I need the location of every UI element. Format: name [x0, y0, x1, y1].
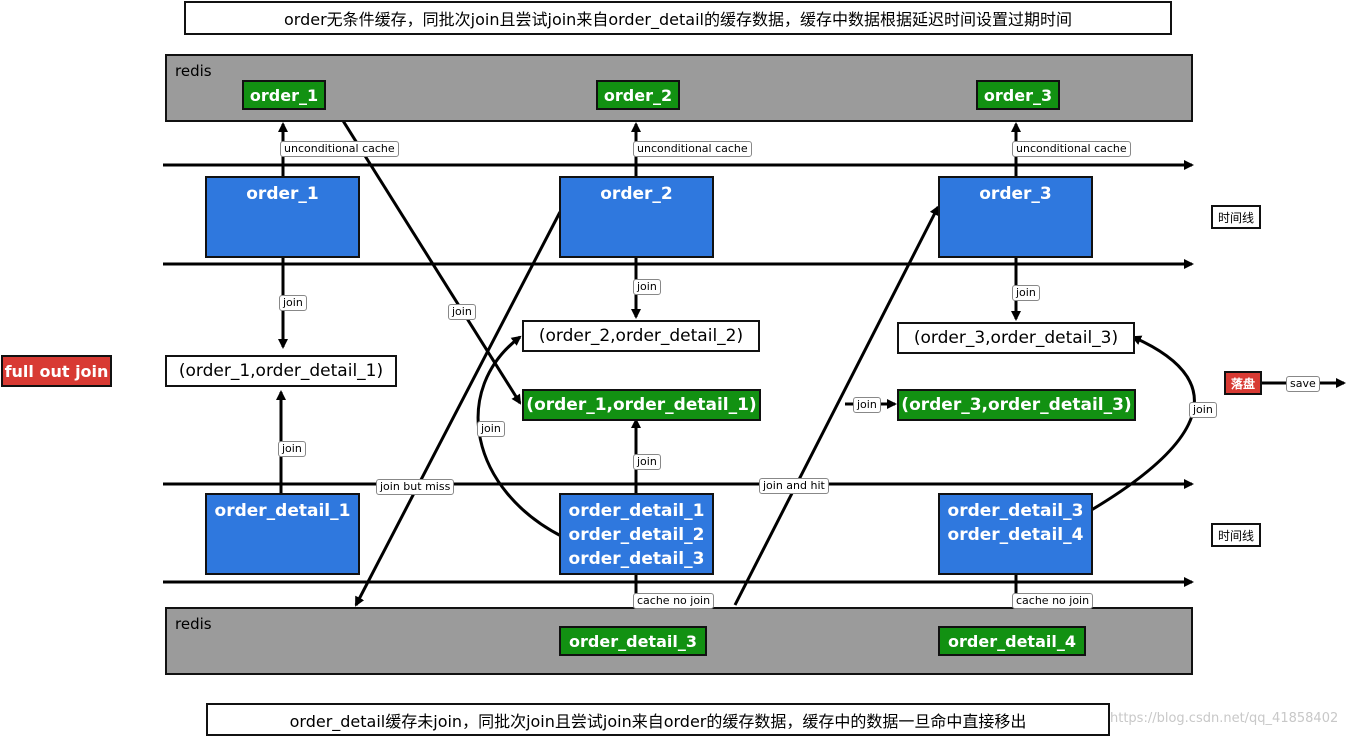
detail-box-2-line-3: order_detail_3 — [568, 549, 705, 569]
order-box-2: order_2 — [559, 176, 714, 258]
order-box-2-label: order_2 — [600, 184, 673, 204]
redis-detail-4: order_detail_4 — [938, 626, 1086, 656]
detail-box-3-line-2: order_detail_4 — [947, 525, 1084, 545]
label-join-o3: join — [1012, 285, 1040, 301]
redis-detail-3: order_detail_3 — [559, 626, 707, 656]
detail-box-2-line-1: order_detail_1 — [568, 501, 705, 521]
cached-join-result-3: (order_3,order_detail_3) — [897, 389, 1136, 421]
join-curve-3 — [1087, 335, 1196, 514]
full-out-join-label: full out join — [1, 355, 112, 387]
label-join-curve-2: join — [477, 421, 505, 437]
join-result-1: (order_1,order_detail_1) — [165, 355, 397, 387]
label-unconditional-cache-1: unconditional cache — [280, 141, 399, 157]
timeline-label-top: 时间线 — [1211, 205, 1261, 229]
watermark: https://blog.csdn.net/qq_41858402 — [1110, 711, 1339, 726]
detail-box-2-line-2: order_detail_2 — [568, 525, 705, 545]
join-result-3: (order_3,order_detail_3) — [897, 322, 1135, 354]
label-join-redis: join — [448, 304, 476, 320]
order-box-3-label: order_3 — [979, 184, 1052, 204]
label-unconditional-cache-2: unconditional cache — [633, 141, 752, 157]
redis-top-label: redis — [175, 62, 212, 80]
sink-label: 落盘 — [1224, 371, 1262, 395]
redis-order-1: order_1 — [242, 80, 326, 110]
label-join-o1: join — [279, 295, 307, 311]
label-join-o2: join — [633, 279, 661, 295]
label-join-cached3: join — [853, 397, 881, 413]
label-unconditional-cache-3: unconditional cache — [1012, 141, 1131, 157]
timeline-label-bottom: 时间线 — [1211, 523, 1261, 547]
order-box-1-label: order_1 — [246, 184, 319, 204]
order-box-3: order_3 — [938, 176, 1093, 258]
join-result-2: (order_2,order_detail_2) — [522, 320, 760, 352]
cached-join-result-1: (order_1,order_detail_1) — [522, 389, 761, 421]
label-save: save — [1286, 376, 1320, 392]
redis-bottom-label: redis — [175, 615, 212, 633]
label-join-d2: join — [633, 454, 661, 470]
detail-box-1: order_detail_1 — [205, 493, 360, 575]
detail-box-1-line: order_detail_1 — [214, 501, 351, 521]
detail-box-3: order_detail_3 order_detail_4 — [938, 493, 1093, 575]
redis-order-2: order_2 — [596, 80, 680, 110]
bottom-note: order_detail缓存未join，同批次join且尝试join来自orde… — [206, 703, 1110, 736]
join-hit-arrow — [733, 205, 940, 606]
join-curve-2 — [476, 335, 564, 539]
detail-box-3-line-1: order_detail_3 — [947, 501, 1084, 521]
label-join-and-hit: join and hit — [759, 478, 829, 494]
label-join-d1: join — [278, 441, 306, 457]
label-join-but-miss: join but miss — [376, 479, 455, 495]
label-join-curve-3: join — [1189, 402, 1217, 418]
redis-order-3: order_3 — [976, 80, 1060, 110]
detail-box-2: order_detail_1 order_detail_2 order_deta… — [559, 493, 714, 575]
order-box-1: order_1 — [205, 176, 360, 258]
label-cache-no-join-2: cache no join — [1012, 593, 1094, 609]
label-cache-no-join-1: cache no join — [633, 593, 715, 609]
top-note: order无条件缓存，同批次join且尝试join来自order_detail的… — [184, 1, 1172, 35]
join-miss-arrow — [354, 211, 562, 607]
